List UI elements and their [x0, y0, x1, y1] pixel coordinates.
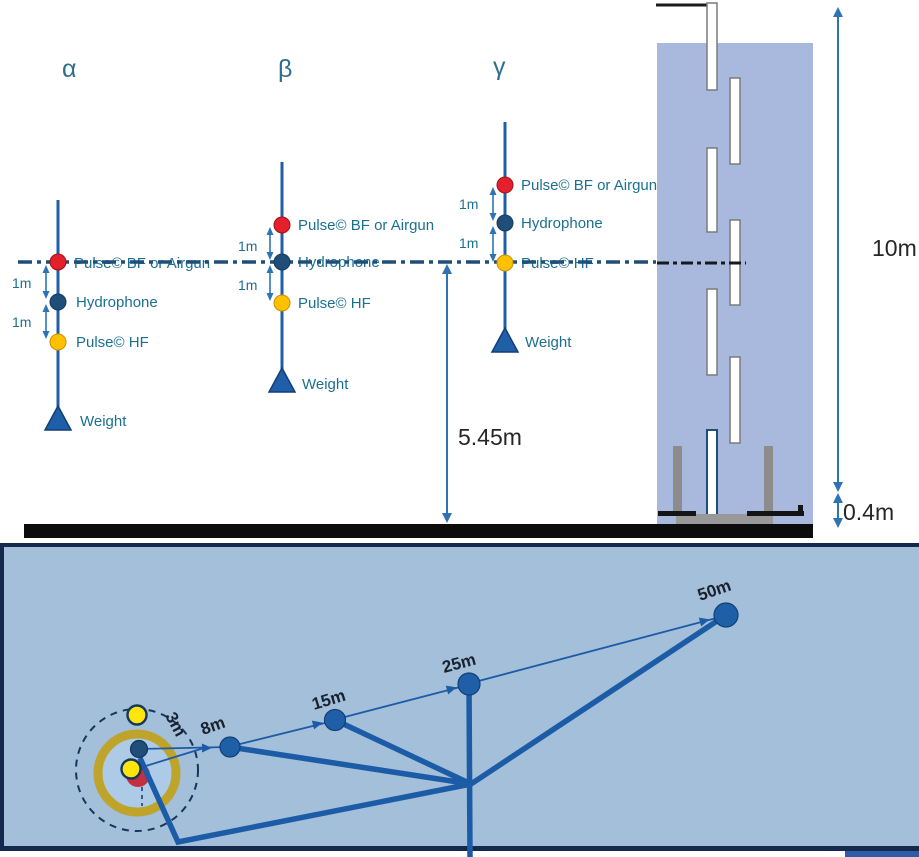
- hydrophone-label: Hydrophone: [76, 294, 158, 311]
- arrow-down-icon: [266, 252, 274, 260]
- spacing-1m-label: 1m: [238, 277, 257, 293]
- bottom-strip: [0, 851, 845, 857]
- cable-25m-vertical: [466, 683, 473, 857]
- weight-triangle: [43, 404, 73, 431]
- bf-source-dot: [273, 216, 291, 234]
- cable-center-to-hub: [137, 756, 472, 846]
- cable-15m-to-hub: [333, 717, 473, 787]
- spacing-1m-label: 1m: [459, 235, 478, 251]
- cable-8m-to-hub: [229, 744, 472, 787]
- arrow-up-icon: [833, 7, 843, 17]
- bf-source-label: Pulse© BF or Airgun: [521, 177, 657, 194]
- base-bracket: [658, 511, 696, 516]
- bf-source-dot: [49, 253, 67, 271]
- center-yellow-marker: [120, 758, 142, 780]
- station-dot-25m: [457, 672, 481, 696]
- mooring-gamma: 1m 1m Pulse© BF or Airgun Hydrophone Pul…: [459, 122, 657, 353]
- hydrophone-dot: [496, 214, 514, 232]
- pile-slot: [706, 2, 718, 91]
- hydrophone-dot: [273, 253, 291, 271]
- range-wedge-line: [135, 747, 205, 770]
- panel-border-top: [0, 543, 919, 547]
- support-post: [673, 446, 682, 516]
- base-bracket: [798, 505, 803, 513]
- spacing-1m-label: 1m: [238, 238, 257, 254]
- bottom-strip-accent: [845, 851, 919, 857]
- mooring-alpha-label: α: [62, 55, 76, 83]
- arrow-down-icon: [42, 291, 50, 299]
- range-line-15m-25m: [336, 684, 469, 720]
- range-line-25m-50m: [470, 615, 725, 684]
- hydrophone-dot: [49, 293, 67, 311]
- plan-view: 3m 8m 15m 25m 50m: [0, 543, 919, 857]
- ground-line: [24, 524, 813, 538]
- hf-source-label: Pulse© HF: [298, 295, 371, 312]
- spacing-1m-label: 1m: [12, 275, 31, 291]
- arrow-up-icon: [833, 493, 843, 503]
- station-dot-8m: [219, 736, 241, 758]
- station-dot-50m: [713, 602, 739, 628]
- range-line-to-8m: [138, 746, 229, 750]
- cable-hub-to-50m: [469, 612, 728, 787]
- support-post: [764, 446, 773, 516]
- arrow-down-icon: [489, 254, 497, 262]
- pile-slot: [706, 147, 718, 233]
- circle-yellow-marker: [126, 704, 148, 726]
- arrow-down-icon: [489, 213, 497, 221]
- spacing-1m-label: 1m: [12, 314, 31, 330]
- depth-measure-label: 5.45m: [458, 424, 522, 450]
- weight-triangle: [267, 366, 297, 393]
- bf-source-dot: [496, 176, 514, 194]
- arrow-down-icon: [442, 513, 452, 523]
- center-hydrophone-dot: [129, 739, 149, 759]
- mooring-gamma-label: γ: [493, 53, 506, 81]
- arrow-up-icon: [489, 226, 497, 234]
- hf-source-dot: [49, 333, 67, 351]
- hydrophone-label: Hydrophone: [521, 215, 603, 232]
- bf-source-label: Pulse© BF or Airgun: [298, 217, 434, 234]
- pile-slot: [706, 429, 718, 518]
- arrow-down-icon: [833, 518, 843, 528]
- weight-triangle: [490, 326, 520, 353]
- mooring-alpha: 1m 1m Pulse© BF or Airgun Hydrophone Pul…: [12, 200, 210, 431]
- arrow-up-icon: [489, 187, 497, 195]
- arrow-right-icon: [311, 720, 323, 730]
- spacing-1m-label: 1m: [459, 196, 478, 212]
- arrow-down-icon: [266, 293, 274, 301]
- arrow-up-icon: [442, 264, 452, 274]
- arrow-up-icon: [42, 304, 50, 312]
- pile-slot: [729, 356, 741, 444]
- base-measure-label: 0.4m: [843, 499, 894, 525]
- panel-border-left: [0, 543, 4, 851]
- mooring-beta: 1m 1m Pulse© BF or Airgun Hydrophone Pul…: [238, 162, 434, 393]
- hf-source-dot: [273, 294, 291, 312]
- weight-label: Weight: [80, 413, 127, 430]
- hf-source-label: Pulse© HF: [76, 334, 149, 351]
- panel-border-bottom: [0, 846, 919, 851]
- arrow-right-icon: [201, 743, 212, 753]
- arrow-right-icon: [445, 685, 457, 695]
- arrow-right-icon: [698, 617, 710, 627]
- pile-slot: [729, 77, 741, 165]
- pile-slot: [706, 288, 718, 376]
- arrow-down-icon: [42, 331, 50, 339]
- base-bracket: [747, 511, 804, 516]
- station-dot-15m: [323, 708, 347, 732]
- hf-source-dot: [496, 254, 514, 272]
- weight-label: Weight: [525, 334, 572, 351]
- support-base: [676, 514, 773, 527]
- height-measure-label: 10m: [872, 235, 917, 261]
- elevation-view: 1m 1m Pulse© BF or Airgun Hydrophone Pul…: [12, 2, 917, 538]
- arrow-up-icon: [266, 227, 274, 235]
- arrow-up-icon: [42, 265, 50, 273]
- mooring-beta-label: β: [278, 55, 292, 83]
- arrow-up-icon: [266, 265, 274, 273]
- arrow-down-icon: [833, 482, 843, 492]
- weight-label: Weight: [302, 376, 349, 393]
